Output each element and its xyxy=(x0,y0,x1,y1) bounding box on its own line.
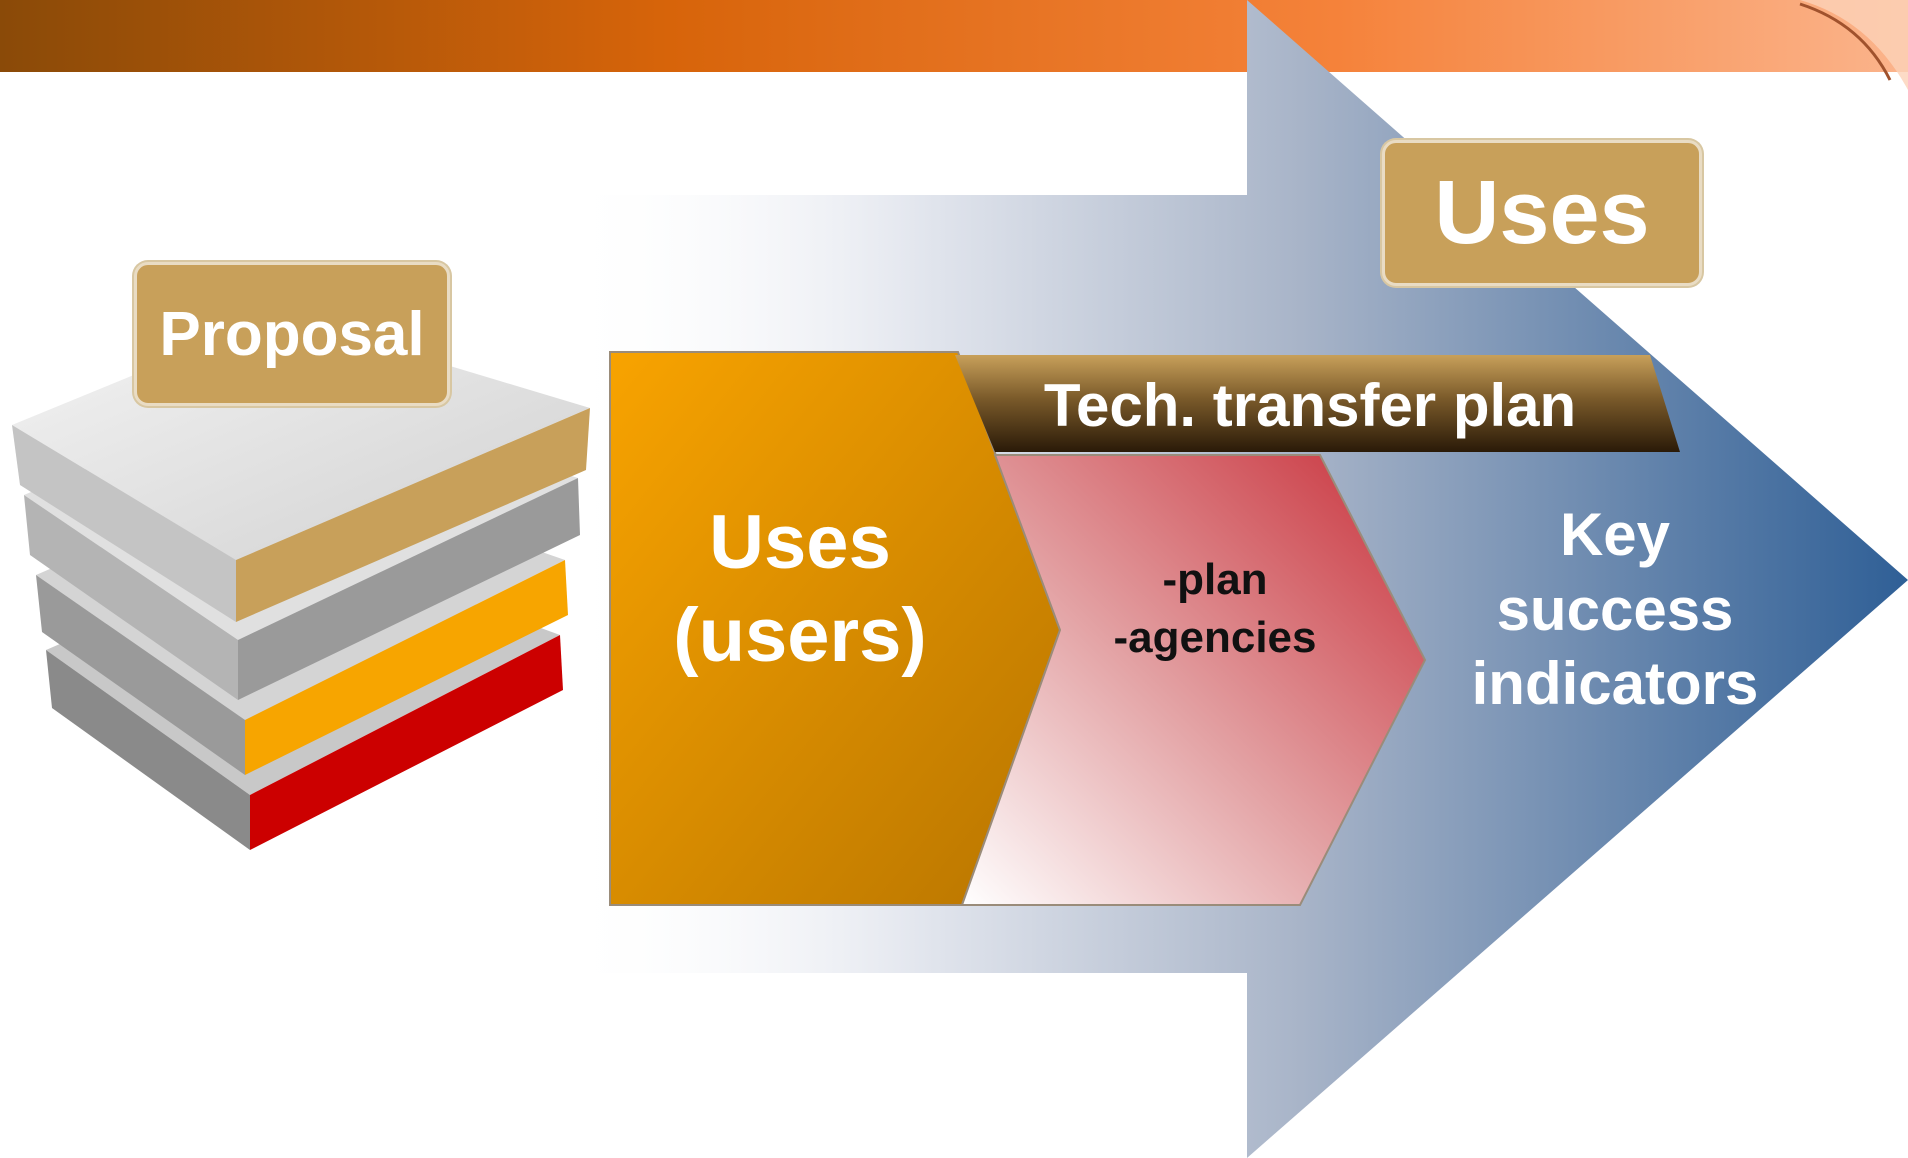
proposal-tag-label: Proposal xyxy=(159,299,425,369)
uses-tag: Uses xyxy=(1382,140,1702,286)
proposal-tag: Proposal xyxy=(134,262,450,406)
plan-chevron xyxy=(960,454,1427,906)
key-success-line3: indicators xyxy=(1471,650,1759,717)
tech-transfer-banner-shape xyxy=(955,355,1680,452)
tech-transfer-banner: Tech. transfer plan xyxy=(1043,372,1577,439)
plan-line2: -agencies xyxy=(1113,613,1317,662)
users-block-line2: (users) xyxy=(673,593,927,678)
header-bar xyxy=(0,0,1908,72)
key-success-line2: success xyxy=(1496,576,1734,643)
header-swoosh xyxy=(1800,0,1908,90)
key-success-line1: Key xyxy=(1559,501,1671,568)
uses-tag-label: Uses xyxy=(1434,162,1650,263)
users-block-line1: Uses xyxy=(709,500,891,585)
plan-line1: -plan xyxy=(1162,555,1268,604)
